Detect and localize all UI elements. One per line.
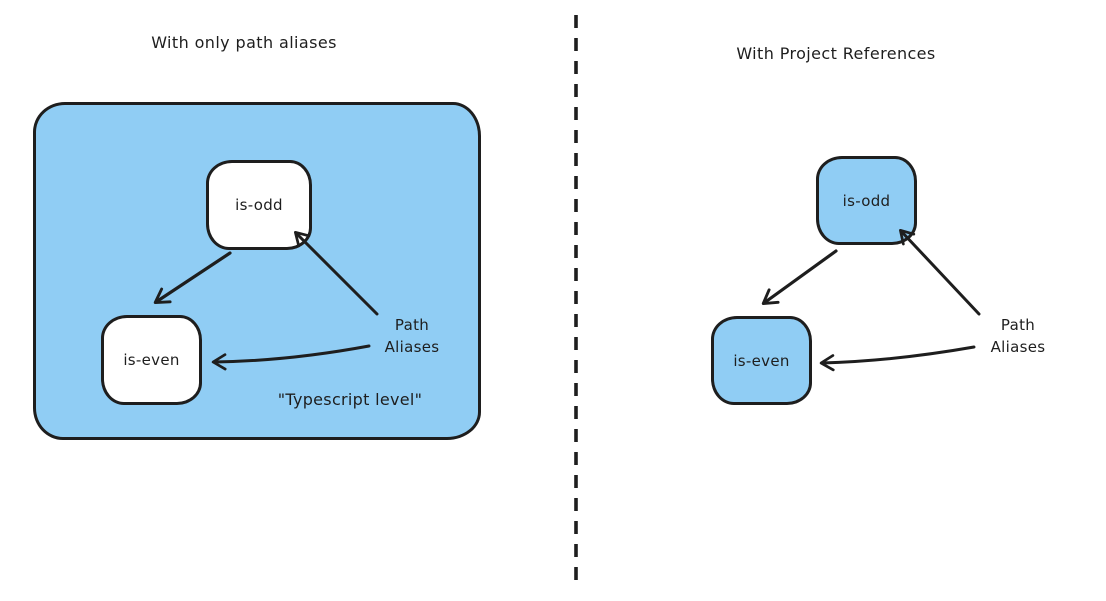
node-is-even-right: is-even [711, 316, 812, 405]
arrow-is-odd-to-is-even-right [761, 249, 838, 306]
node-is-odd-right: is-odd [816, 156, 917, 245]
path-aliases-label-left: Path Aliases [372, 314, 452, 358]
arrow-path-aliases-to-is-even-right [819, 345, 976, 372]
node-is-even-left-label: is-even [123, 351, 180, 369]
path-aliases-label-right: Path Aliases [978, 314, 1058, 358]
right-panel-title: With Project References [736, 44, 936, 63]
node-is-odd-left-label: is-odd [235, 196, 283, 214]
arrow-path-aliases-to-is-odd-right [899, 228, 981, 316]
node-is-even-right-label: is-even [733, 351, 790, 370]
typescript-level-label: "Typescript level" [277, 390, 423, 409]
path-aliases-left-line2: Aliases [384, 338, 440, 356]
node-is-odd-right-label: is-odd [842, 191, 891, 210]
path-aliases-left-line1: Path [394, 316, 430, 334]
path-aliases-right-line1: Path [1000, 316, 1036, 334]
node-is-even-left: is-even [101, 315, 202, 405]
left-panel-title: With only path aliases [151, 33, 337, 52]
node-is-odd-left: is-odd [206, 160, 312, 250]
path-aliases-right-line2: Aliases [990, 338, 1046, 356]
